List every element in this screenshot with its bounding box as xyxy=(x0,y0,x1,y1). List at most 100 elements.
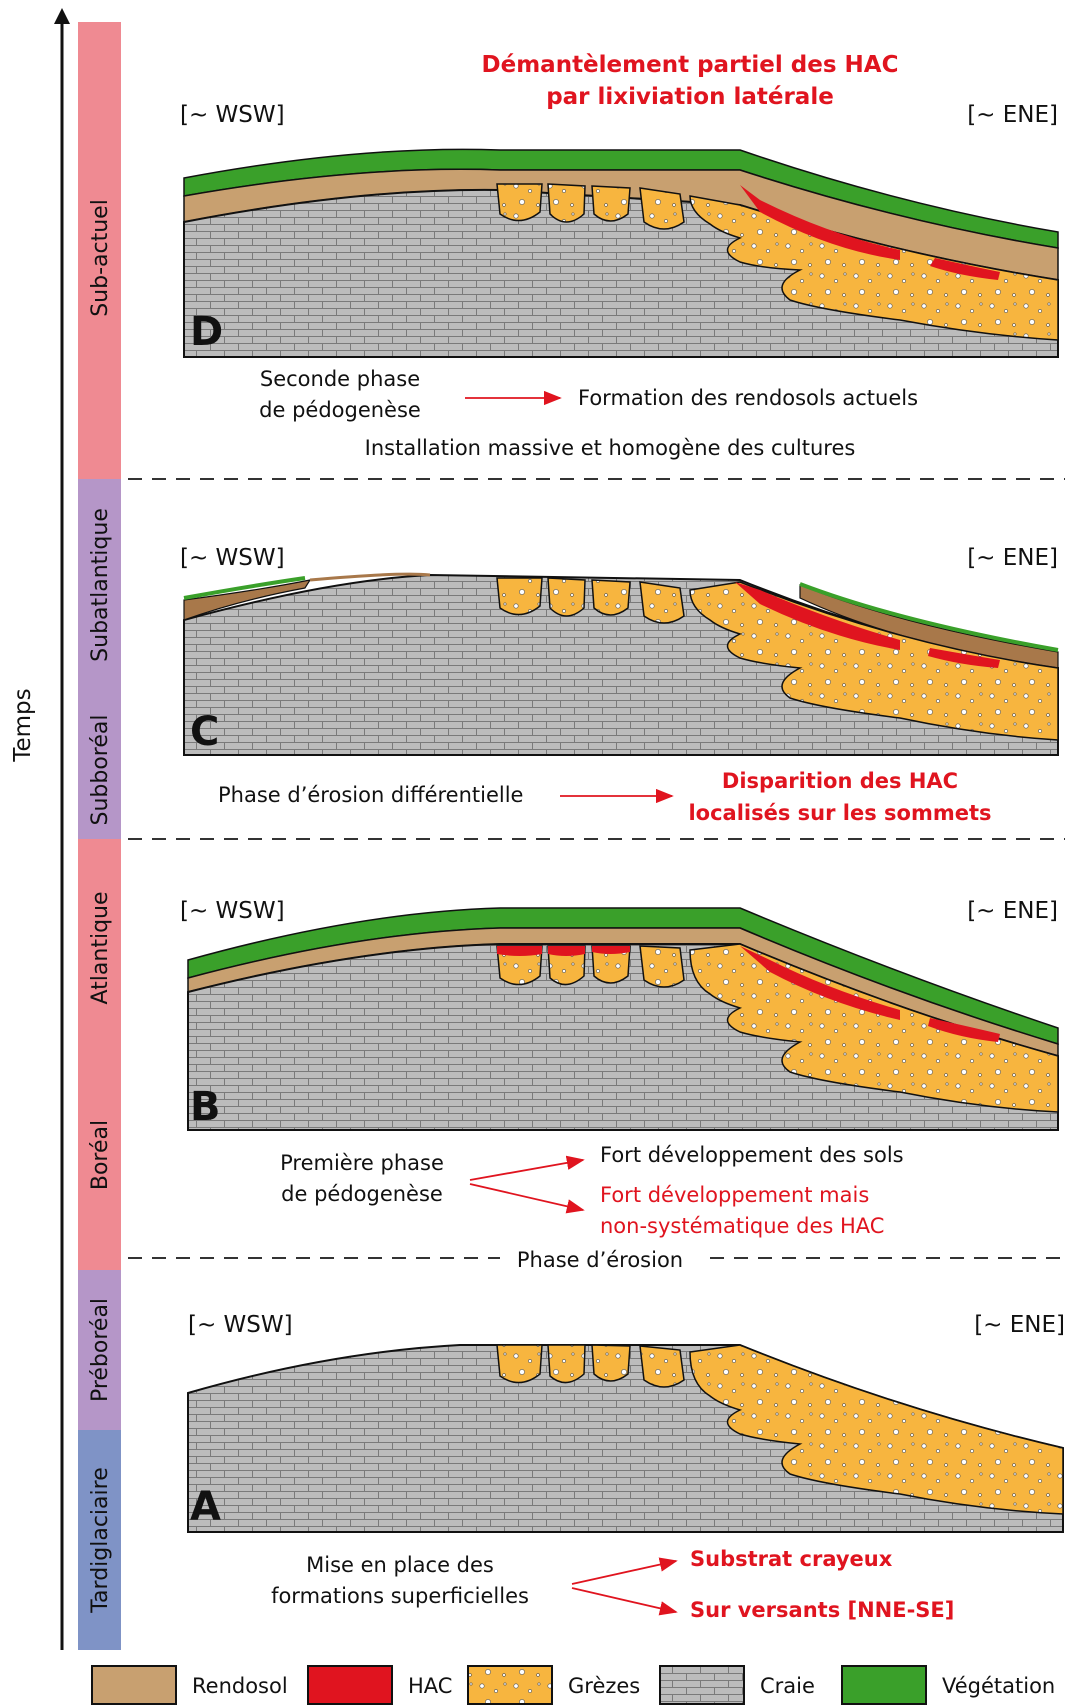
legend-swatch-grezes xyxy=(467,1665,553,1705)
legend-label: Craie xyxy=(760,1674,815,1698)
greze-pocket xyxy=(547,577,586,617)
effect1-text: Fort développement des sols xyxy=(600,1143,904,1167)
direction-wsw: [~ WSW] xyxy=(180,898,285,924)
direction-ene: [~ ENE] xyxy=(967,898,1058,924)
period-label: Tardiglaciaire xyxy=(88,1467,113,1613)
period-label: Préboréal xyxy=(88,1298,113,1402)
greze-bodies xyxy=(496,577,1059,741)
panel-c: [~ WSW] [~ ENE] C Phase d’érosion différ… xyxy=(180,545,1059,825)
period-separators xyxy=(128,478,1065,1259)
hac-lens xyxy=(592,946,630,954)
hac-lens xyxy=(928,1018,1000,1042)
period-label: Boréal xyxy=(88,1120,113,1190)
cause-line2: de pédogenèse xyxy=(281,1182,443,1206)
cause-line1: Mise en place des xyxy=(306,1553,494,1577)
period-column: Sub-actuel Subatlantique Subboréal Atlan… xyxy=(78,22,121,1650)
period-band-sub-actuel xyxy=(78,22,121,479)
hac-lens xyxy=(930,258,1000,280)
hac-lens xyxy=(928,648,1000,668)
arrow-head-icon xyxy=(54,8,70,24)
panel-letter: A xyxy=(190,1484,221,1530)
direction-wsw: [~ WSW] xyxy=(188,1312,293,1338)
direction-ene: [~ ENE] xyxy=(967,102,1058,128)
legend-label: HAC xyxy=(408,1674,452,1698)
greze-fan xyxy=(689,1344,1064,1515)
causal-arrow xyxy=(571,1587,678,1616)
legend: Rendosol HAC Grèzes Craie Végétation xyxy=(91,1665,1055,1705)
panel-letter: B xyxy=(190,1084,221,1130)
greze-pocket xyxy=(639,581,685,624)
legend-swatch-rendosol xyxy=(91,1665,177,1705)
axis-label: Temps xyxy=(10,688,36,762)
greze-pocket xyxy=(496,945,543,986)
greze-fan xyxy=(689,581,1059,741)
effect-line2: localisés sur les sommets xyxy=(688,801,991,825)
legend-swatch-craie xyxy=(659,1665,745,1705)
greze-pocket xyxy=(496,1344,543,1384)
effect2-line1: Fort développement mais xyxy=(600,1183,869,1207)
vegetation-remnant xyxy=(183,576,306,600)
greze-pocket xyxy=(591,945,631,984)
period-band-preboreal xyxy=(78,1270,121,1430)
greze-bodies xyxy=(496,183,1059,341)
greze-pocket xyxy=(639,945,685,988)
period-label: Subatlantique xyxy=(88,508,113,662)
effect2-line2: non-systématique des HAC xyxy=(600,1214,884,1238)
cause-line2: formations superficielles xyxy=(271,1584,529,1608)
greze-pocket xyxy=(639,187,685,230)
period-band-atlantique-boreal xyxy=(78,839,121,1270)
time-axis: Temps xyxy=(10,8,70,1650)
effect-line1: Disparition des HAC xyxy=(722,769,958,793)
erosion-phase-label: Phase d’érosion xyxy=(517,1248,683,1272)
cause-line1: Première phase xyxy=(280,1151,444,1175)
greze-pocket xyxy=(547,1344,586,1384)
greze-pocket xyxy=(496,577,543,616)
rendosol-remnant xyxy=(309,572,431,582)
direction-wsw: [~ WSW] xyxy=(180,545,285,571)
panel-d-title-line2: par lixiviation latérale xyxy=(546,84,834,110)
cause-line2: de pédogenèse xyxy=(259,398,421,422)
greze-pocket xyxy=(591,185,631,222)
causal-arrow xyxy=(469,1183,585,1214)
greze-pocket xyxy=(496,183,543,222)
rendosol-remnant xyxy=(183,579,312,621)
direction-ene: [~ ENE] xyxy=(974,1312,1065,1338)
period-band-subatlantique-subboreal xyxy=(78,479,121,839)
legend-label: Végétation xyxy=(942,1674,1055,1698)
panel-a: [~ WSW] [~ ENE] A Mise en place des form… xyxy=(187,1312,1065,1622)
effect1-text: Substrat crayeux xyxy=(690,1547,893,1571)
greze-bodies xyxy=(496,1344,1064,1515)
panel-d: Démantèlement partiel des HAC par lixivi… xyxy=(180,52,1059,460)
effect-text: Formation des rendosols actuels xyxy=(578,386,918,410)
period-label: Subboréal xyxy=(88,715,113,826)
hac-lens xyxy=(740,185,900,260)
hac-lens xyxy=(548,946,585,956)
panel-letter: D xyxy=(190,309,223,355)
legend-label: Rendosol xyxy=(192,1674,288,1698)
greze-pocket xyxy=(547,183,586,223)
greze-pocket xyxy=(591,1344,631,1382)
period-band-tardiglaciaire xyxy=(78,1430,121,1650)
cause-line1: Seconde phase xyxy=(260,367,420,391)
period-label: Sub-actuel xyxy=(88,199,113,317)
hac-lens xyxy=(740,946,900,1020)
note-text: Installation massive et homogène des cul… xyxy=(365,436,856,460)
panel-b: [~ WSW] [~ ENE] B Première phase de pédo… xyxy=(180,898,1059,1238)
hac-lens xyxy=(497,946,542,956)
greze-pocket xyxy=(639,1345,685,1388)
greze-pocket xyxy=(547,945,586,986)
legend-swatch-hac xyxy=(307,1665,393,1705)
greze-pocket xyxy=(591,579,631,616)
period-label: Atlantique xyxy=(88,891,113,1004)
causal-arrow xyxy=(469,1155,585,1181)
effect2-text: Sur versants [NNE-SE] xyxy=(690,1598,954,1622)
causal-arrow xyxy=(571,1557,678,1585)
panel-d-title-line1: Démantèlement partiel des HAC xyxy=(482,52,899,78)
cause-text: Phase d’érosion différentielle xyxy=(218,783,523,807)
direction-wsw: [~ WSW] xyxy=(180,102,285,128)
panel-letter: C xyxy=(190,709,219,755)
vegetation-layer xyxy=(799,582,1059,652)
greze-fan xyxy=(689,195,1059,341)
direction-ene: [~ ENE] xyxy=(967,545,1058,571)
